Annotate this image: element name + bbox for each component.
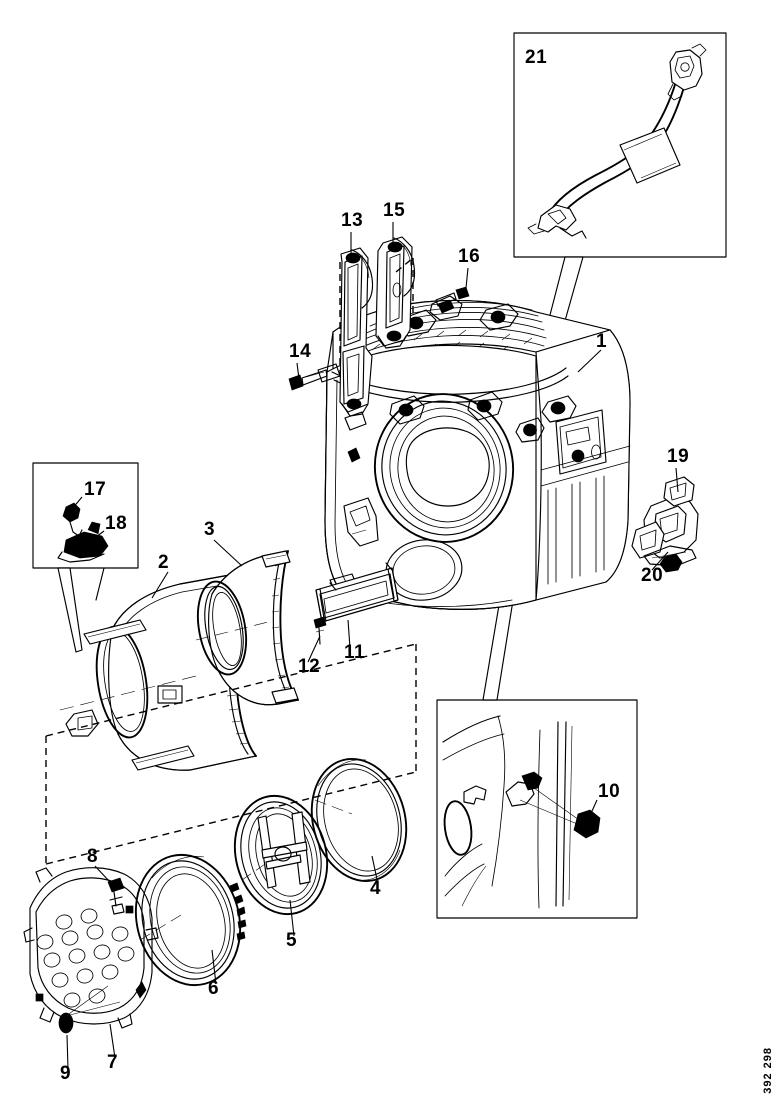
rear-drum-ring-6 (134, 853, 247, 987)
stud-16 (435, 286, 470, 307)
hinge-bar-15 (375, 236, 416, 349)
part-label-11: 11 (344, 642, 366, 663)
part-label-12: 12 (298, 656, 321, 677)
leader-lines (66, 222, 679, 1070)
part-label-16: 16 (458, 246, 481, 267)
part-label-14: 14 (289, 341, 312, 362)
door-lock-19 (631, 476, 699, 567)
part-label-3: 3 (204, 519, 216, 540)
screw-12 (313, 616, 327, 645)
part-label-20: 20 (641, 565, 664, 586)
dashed-hinge-group (339, 257, 414, 378)
part-label-17: 17 (84, 479, 107, 500)
part-label-7: 7 (107, 1052, 119, 1073)
rear-cover-plate-7 (23, 867, 159, 1029)
main-housing-assembly (317, 295, 631, 610)
fastener-8 (107, 877, 125, 915)
part-label-10: 10 (598, 781, 621, 802)
part-label-19: 19 (667, 446, 690, 467)
dashed-assembly-group (45, 643, 417, 865)
part-label-1: 1 (596, 331, 608, 352)
hinge-bar-13 (339, 247, 374, 417)
part-label-18: 18 (105, 513, 128, 534)
part-label-13: 13 (341, 210, 364, 231)
part-label-2: 2 (158, 552, 170, 573)
part-label-6: 6 (208, 978, 220, 999)
spider-ring-5 (233, 794, 329, 916)
plug-9 (58, 1012, 74, 1034)
part-label-9: 9 (60, 1063, 72, 1084)
part-label-4: 4 (370, 878, 382, 899)
part-label-8: 8 (87, 846, 99, 867)
figure-code: 392 298 (762, 1047, 774, 1094)
part-label-15: 15 (383, 200, 406, 221)
nut-20 (659, 553, 683, 573)
part-label-5: 5 (286, 930, 298, 951)
callout-box-17-18 (32, 462, 139, 653)
callout-box-10 (436, 527, 638, 919)
part-label-21: 21 (525, 47, 548, 68)
drum-ring-3 (195, 550, 299, 706)
bracket-plate-11 (315, 562, 399, 623)
